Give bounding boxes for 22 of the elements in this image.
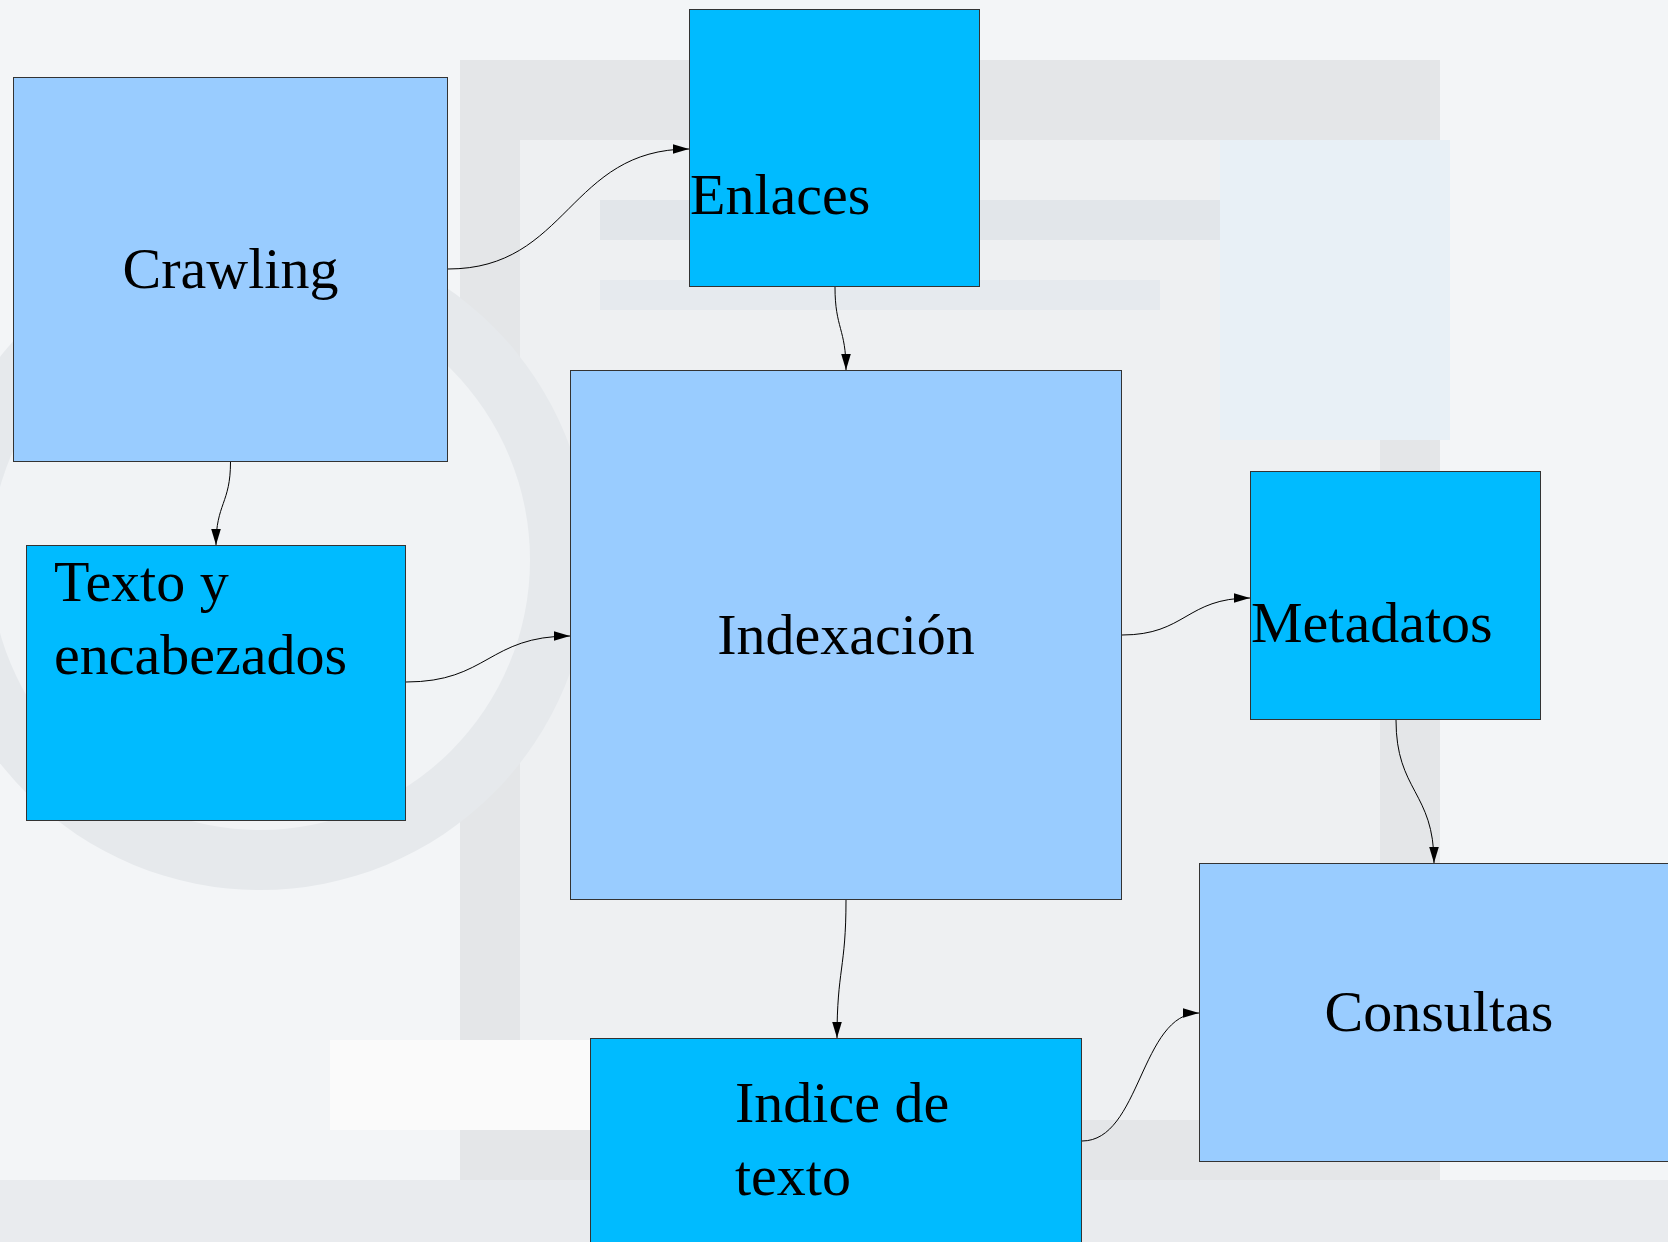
box-label: Consultas — [1324, 978, 1554, 1047]
process-box — [26, 545, 406, 821]
box-label: Crawling — [122, 235, 339, 304]
process-box — [1250, 471, 1541, 720]
arrow — [405, 631, 571, 683]
arrow — [834, 286, 851, 371]
box-label: Texto y encabezados — [54, 548, 349, 689]
arrow — [832, 899, 847, 1039]
process-box — [13, 77, 448, 462]
process-box — [1199, 863, 1668, 1162]
box-label: Indexación — [717, 600, 975, 669]
arrow — [1081, 1011, 1200, 1142]
process-box — [689, 9, 980, 287]
box-label: Indice de texto — [735, 1069, 951, 1210]
arrow — [447, 145, 690, 270]
arrow — [1395, 719, 1439, 864]
arrow — [211, 461, 231, 546]
process-box — [570, 370, 1122, 900]
box-label: Metadatos — [1251, 588, 1493, 657]
box-label: Enlaces — [690, 161, 871, 230]
arrow — [1121, 594, 1251, 636]
process-box — [590, 1038, 1082, 1242]
